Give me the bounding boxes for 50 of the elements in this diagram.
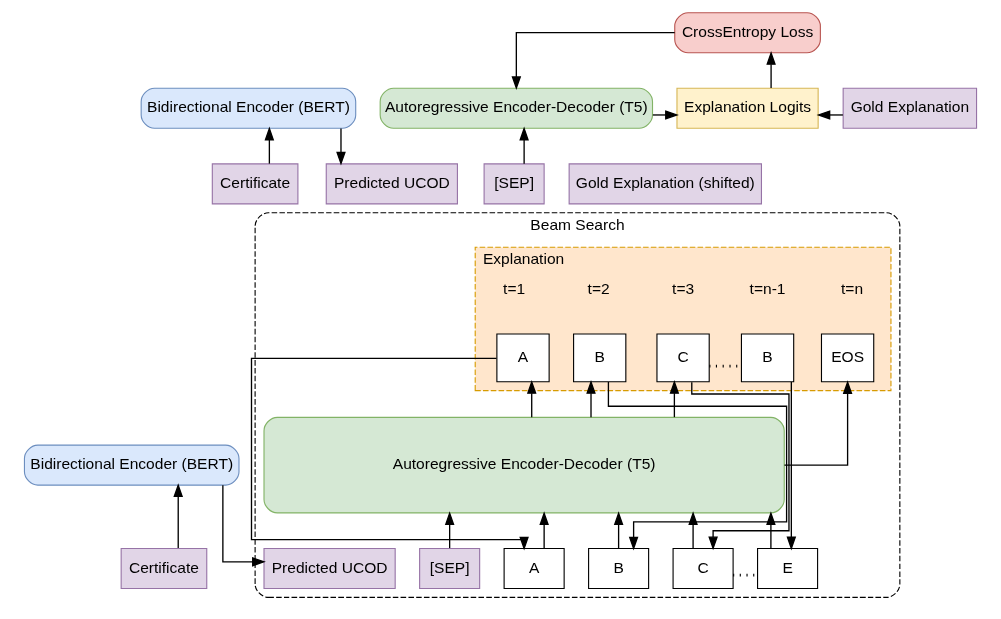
arrow <box>586 380 596 418</box>
node-box: Explanation Logits <box>676 87 819 129</box>
node-box: B <box>573 333 627 383</box>
arrow <box>607 381 788 551</box>
arrow <box>688 511 698 549</box>
node-box: Certificate <box>120 547 208 590</box>
node-box: B <box>588 547 650 590</box>
arrow <box>444 511 455 549</box>
arrow <box>691 381 790 551</box>
node-box: Gold Explanation <box>842 87 978 129</box>
node-label: t=n-1 <box>749 280 786 298</box>
arrow <box>539 511 549 549</box>
node-box: B <box>740 333 795 383</box>
arrow <box>526 380 537 418</box>
node-label: t=n <box>841 280 864 298</box>
node-box: Gold Explanation (shifted) <box>568 163 762 205</box>
arrow <box>250 357 529 551</box>
arrow <box>669 380 680 418</box>
arrow <box>783 380 853 466</box>
node-box: C <box>656 333 710 383</box>
arrow <box>173 483 184 549</box>
arrow <box>222 484 266 567</box>
node-box: Certificate <box>211 163 299 205</box>
node-box: E <box>757 547 819 590</box>
node-box: Bidirectional Encoder (BERT) <box>140 87 357 129</box>
arrow <box>613 511 624 549</box>
node-box: EOS <box>820 333 875 383</box>
node-box: Predicted UCOD <box>325 163 458 205</box>
node-box: A <box>503 547 565 590</box>
arrow <box>511 32 676 91</box>
node-box: CrossEntropy Loss <box>674 12 821 54</box>
node-box: Bidirectional Encoder (BERT) <box>23 444 240 486</box>
node-box: C <box>672 547 734 590</box>
arrow <box>652 110 679 120</box>
arrow <box>264 126 275 165</box>
node-box: Autoregressive Encoder-Decoder (T5) <box>379 87 654 129</box>
node-box: A <box>496 333 550 383</box>
arrow <box>766 511 776 549</box>
node-box: [SEP] <box>419 547 481 590</box>
node-box: Autoregressive Encoder-Decoder (T5) <box>263 416 785 514</box>
node-box: [SEP] <box>483 163 545 205</box>
arrow <box>766 51 776 89</box>
arrow <box>336 127 346 166</box>
node-label: t=1 <box>503 280 526 298</box>
arrow <box>786 381 797 551</box>
node-box: Predicted UCOD <box>263 547 396 590</box>
arrow <box>519 126 529 165</box>
arrow <box>816 110 844 120</box>
node-label: t=3 <box>672 280 695 298</box>
node-label: t=2 <box>587 280 610 298</box>
